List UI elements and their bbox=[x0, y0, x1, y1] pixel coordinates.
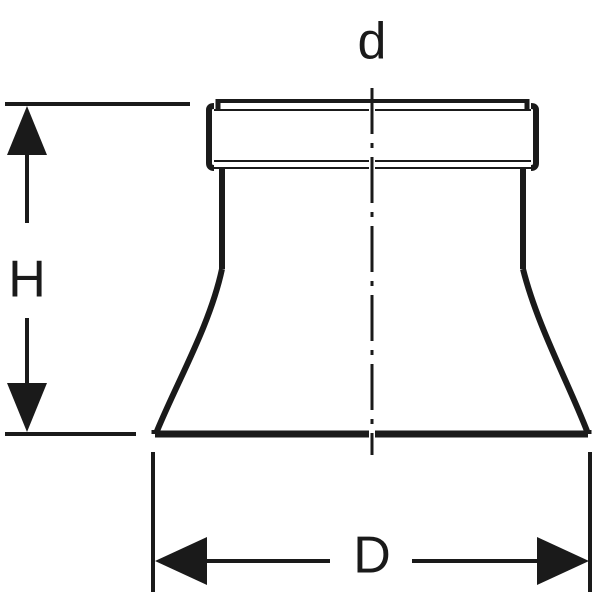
fitting-body-outline bbox=[151, 99, 592, 438]
small-diameter-dimension-group: d bbox=[358, 13, 387, 71]
height-label: H bbox=[8, 251, 46, 309]
height-arrow-head-up bbox=[7, 106, 47, 155]
diameter-arrow-head-left bbox=[155, 537, 207, 585]
flare-curve-right bbox=[520, 268, 590, 433]
large-diameter-dimension-group: D bbox=[151, 452, 592, 592]
socket-outer-wall-left-cap-bottom bbox=[206, 162, 215, 171]
socket-outer-wall-right-cap-top bbox=[530, 103, 539, 111]
diameter-arrow-head-right bbox=[537, 537, 589, 585]
socket-outer-wall-left-cap-top bbox=[206, 103, 215, 111]
large-diameter-label: D bbox=[353, 527, 391, 585]
socket-outer-wall-right-cap-bottom bbox=[530, 162, 539, 171]
height-dimension-group: H bbox=[5, 102, 190, 436]
flare-curve-left bbox=[154, 268, 225, 433]
small-diameter-label: d bbox=[358, 13, 387, 71]
height-arrow-head-down bbox=[7, 383, 47, 432]
